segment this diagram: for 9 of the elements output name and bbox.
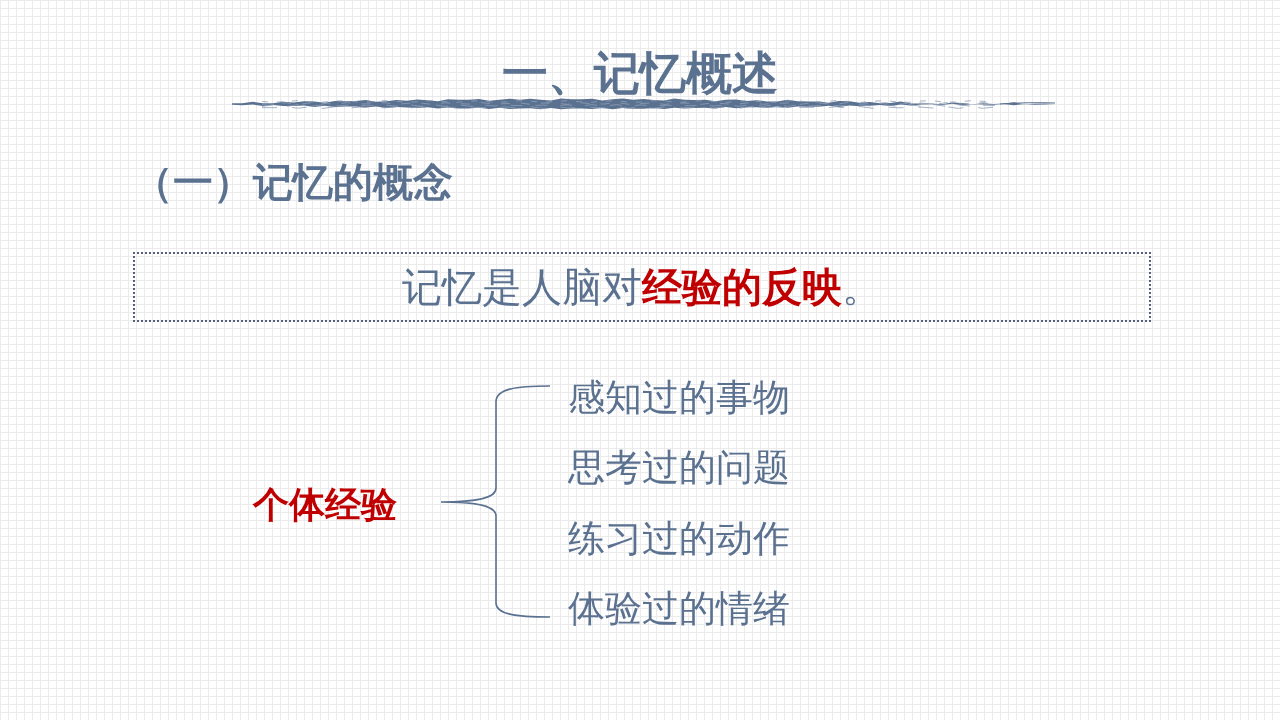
list-item: 思考过的问题 <box>568 446 790 491</box>
list-item: 感知过的事物 <box>568 376 790 421</box>
list-item: 体验过的情绪 <box>568 587 790 632</box>
list-item: 练习过的动作 <box>568 517 790 562</box>
definition-text: 记忆是人脑对经验的反映。 <box>402 263 882 311</box>
key-term: 个体经验 <box>253 483 397 527</box>
section-heading: （一）记忆的概念 <box>133 158 453 206</box>
dotted-box <box>133 252 1151 322</box>
title: 一、记忆概述 <box>502 46 778 102</box>
